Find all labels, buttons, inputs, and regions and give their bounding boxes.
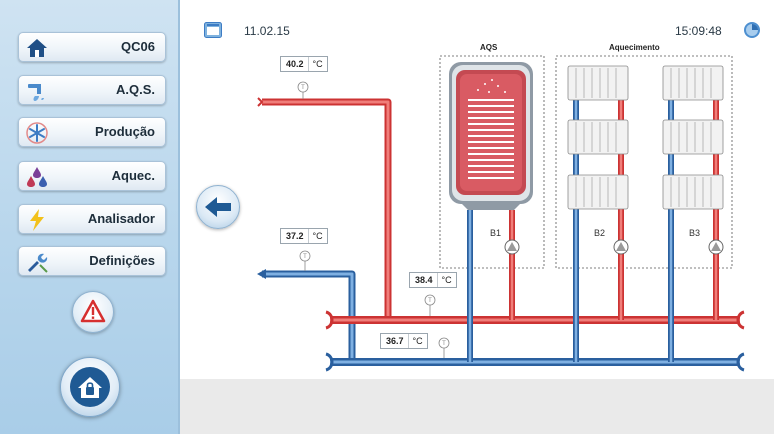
temp-value: 37.2 [281, 229, 309, 243]
home-lock-icon [70, 367, 110, 407]
arrow-left-icon [205, 197, 231, 217]
snowflake-icon [26, 122, 48, 144]
home-lock-button[interactable] [60, 357, 120, 417]
nav-button-producao[interactable]: Produção [18, 117, 166, 147]
nav-button-qc06[interactable]: QC06 [18, 32, 166, 62]
aqs-pipes [467, 210, 515, 362]
cold-header [325, 352, 745, 372]
heating-group-label: Aquecimento [609, 43, 660, 52]
home-icon [27, 39, 47, 57]
lightning-icon [30, 209, 44, 231]
collector-return-temp-readout: 36.7 °C [380, 333, 428, 349]
temp-unit: °C [441, 275, 452, 285]
return-pipe [257, 269, 356, 362]
temp-value: 40.2 [281, 57, 309, 71]
sidebar: QC06 A.Q.S. Produção Aquec. [0, 0, 180, 434]
nav-label: QC06 [121, 39, 155, 54]
temp-unit: °C [412, 336, 423, 346]
dhw-tank [449, 62, 533, 210]
current-date: 11.02.15 [244, 24, 290, 38]
back-button[interactable] [196, 185, 240, 229]
supply-temp-readout: 40.2 °C [280, 56, 328, 72]
return-temp-readout: 37.2 °C [280, 228, 328, 244]
nav-label: A.Q.S. [115, 82, 155, 97]
temp-unit: °C [312, 231, 323, 241]
nav-button-aquec[interactable]: Aquec. [18, 161, 166, 191]
warning-icon [80, 299, 106, 323]
pipe-end-icon [257, 97, 264, 107]
svg-text:T: T [428, 298, 432, 304]
pump-b3-icon [708, 239, 724, 255]
sensor-icons [297, 81, 450, 349]
svg-text:T: T [442, 341, 446, 347]
pump-b1-icon [504, 239, 520, 255]
temp-unit: °C [312, 59, 323, 69]
svg-text:T: T [303, 254, 307, 260]
aqs-return-temp-readout: 38.4 °C [409, 272, 457, 288]
nav-label: Aquec. [111, 168, 155, 183]
aqs-group-box [439, 55, 545, 269]
faucet-icon [28, 84, 44, 101]
circuit-label-b1: B1 [490, 228, 502, 238]
arrow-left-icon [257, 269, 266, 279]
radiator-panels [567, 65, 724, 210]
wrench-icon [28, 253, 48, 273]
heat-drops-icon [27, 167, 47, 187]
nav-label: Analisador [87, 211, 155, 226]
nav-button-aqs[interactable]: A.Q.S. [18, 75, 166, 105]
circuit-label-b3: B3 [689, 228, 701, 238]
nav-label: Produção [95, 124, 155, 139]
nav-button-definicoes[interactable]: Definições [18, 246, 166, 276]
clock-icon [744, 22, 760, 38]
calendar-icon [204, 22, 222, 38]
nav-button-analisador[interactable]: Analisador [18, 204, 166, 234]
alarm-button[interactable] [72, 291, 114, 333]
temp-value: 38.4 [410, 273, 438, 287]
nav-label: Definições [89, 253, 155, 268]
status-bar [180, 379, 774, 434]
heating-group-box [555, 55, 733, 269]
circuit-label-b2: B2 [594, 228, 606, 238]
current-time: 15:09:48 [675, 24, 722, 38]
svg-text:T: T [301, 85, 305, 91]
temp-value: 36.7 [381, 334, 409, 348]
supply-pipe [262, 98, 392, 320]
pump-b2-icon [613, 239, 629, 255]
aqs-group-label: AQS [480, 43, 498, 52]
